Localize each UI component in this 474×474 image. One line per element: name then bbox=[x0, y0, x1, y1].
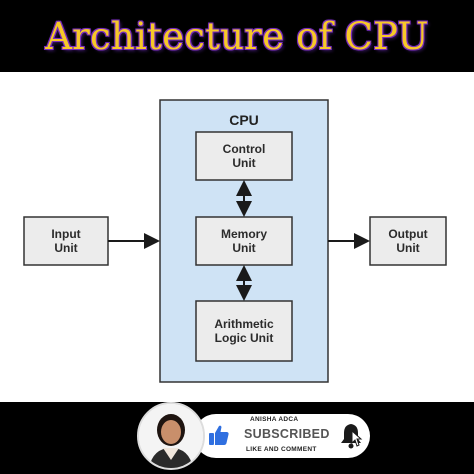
output-unit-box bbox=[369, 216, 447, 266]
subscribed-button-label[interactable]: SUBSCRIBED bbox=[244, 427, 330, 441]
page-title: Architecture of CPU bbox=[45, 14, 429, 58]
channel-name: ANISHA ADCA bbox=[250, 416, 299, 423]
thumbs-up-icon[interactable] bbox=[207, 423, 231, 447]
cpu-diagram bbox=[23, 99, 447, 383]
output-unit-label: Output Unit bbox=[388, 227, 428, 255]
control-unit-box bbox=[195, 131, 293, 181]
cpu-label: CPU bbox=[229, 112, 259, 128]
input-unit-label: Input Unit bbox=[51, 227, 81, 255]
control-unit-label: Control Unit bbox=[222, 142, 266, 170]
alu-label: Arithmetic Logic Unit bbox=[214, 317, 274, 345]
title-band: Architecture of CPU bbox=[0, 0, 474, 72]
alu-box bbox=[195, 300, 293, 362]
channel-avatar bbox=[137, 402, 205, 470]
like-comment-label: LIKE AND COMMENT bbox=[246, 446, 317, 453]
memory-unit-label: Memory Unit bbox=[220, 227, 267, 255]
bell-cursor-icon[interactable] bbox=[338, 421, 364, 451]
input-unit-box bbox=[23, 216, 109, 266]
avatar-portrait-icon bbox=[139, 404, 203, 468]
diagram-area: CPU Input Unit Output Unit Control Unit … bbox=[0, 72, 474, 402]
